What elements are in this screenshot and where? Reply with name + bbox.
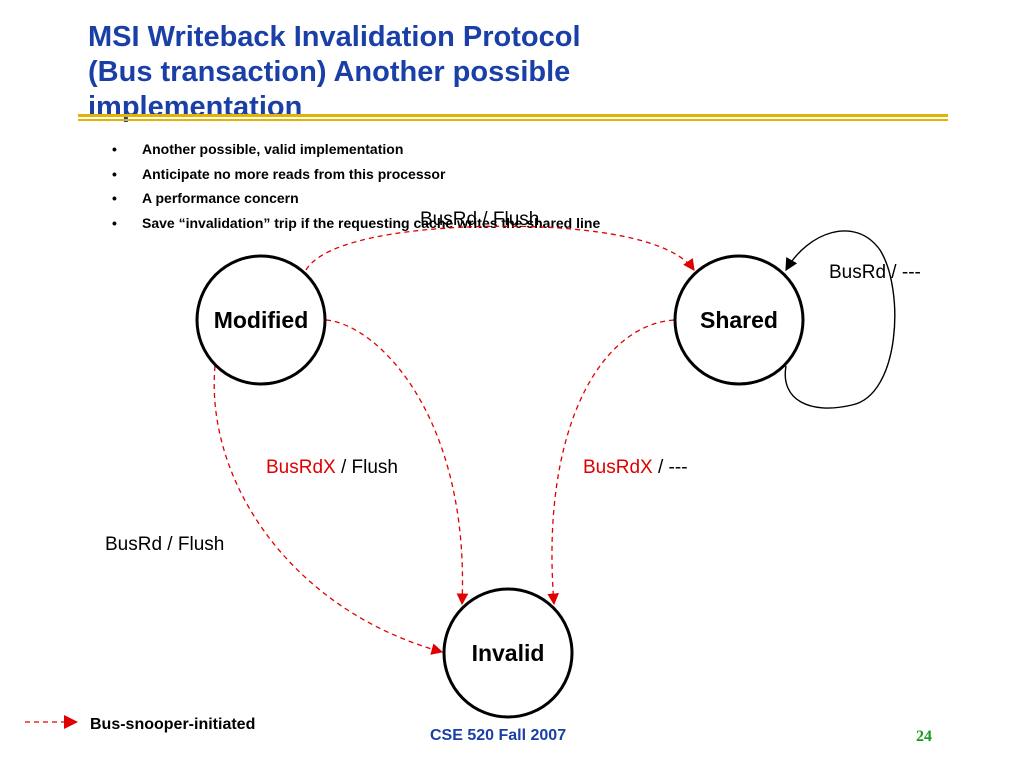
- edge-label-modified-to-shared: BusRd / Flush: [420, 209, 539, 230]
- edge-label-shared-to-invalid-busrdx: BusRdX / ---: [583, 457, 688, 478]
- footer-course: CSE 520 Fall 2007: [430, 727, 567, 744]
- edge-label-shared-self-loop: BusRd / ---: [829, 262, 921, 283]
- edge-event-busrdx: BusRdX: [266, 457, 336, 478]
- legend-label: Bus-snooper-initiated: [90, 716, 256, 733]
- edge-action-none: / ---: [653, 457, 688, 478]
- bullet-text: A performance concern: [142, 190, 299, 206]
- bullet-text: Another possible, valid implementation: [142, 141, 404, 157]
- edge-modified-to-invalid-busrd: [213, 365, 444, 655]
- state-invalid-label: Invalid: [472, 640, 545, 666]
- bullet-glyph: •: [112, 190, 117, 206]
- bullet-item: • Another possible, valid implementation: [110, 139, 600, 164]
- edge-label-modified-to-invalid-busrdx: BusRdX / Flush: [266, 457, 398, 478]
- bullet-glyph: •: [112, 165, 117, 182]
- slide-title: MSI Writeback Invalidation Protocol (Bus…: [88, 20, 948, 125]
- edge-shared-to-invalid-busrdx: [547, 319, 675, 606]
- bullet-glyph: •: [112, 214, 117, 231]
- bullet-text: Anticipate no more reads from this proce…: [142, 165, 446, 182]
- edge-action-flush: / Flush: [336, 457, 398, 478]
- bullet-item: • A performance concern: [110, 188, 600, 213]
- title-divider: [78, 114, 948, 117]
- edge-modified-to-shared: [305, 225, 695, 271]
- edge-label-modified-to-invalid-busrd: BusRd / Flush: [105, 534, 224, 555]
- state-modified: Modified: [195, 254, 327, 386]
- bullet-glyph: •: [112, 141, 117, 157]
- title-line-3: implementation: [88, 91, 303, 123]
- edge-modified-to-invalid-busrdx: [325, 319, 469, 606]
- bullet-item: • Anticipate no more reads from this proc…: [110, 164, 600, 189]
- legend-arrow-icon: [25, 715, 78, 729]
- state-modified-label: Modified: [214, 307, 309, 333]
- state-shared: Shared: [673, 254, 805, 386]
- state-shared-label: Shared: [700, 307, 778, 333]
- title-divider-secondary: [78, 119, 948, 121]
- title-line-2: (Bus transaction) Another possible: [88, 56, 571, 88]
- edge-event-busrdx: BusRdX: [583, 457, 653, 478]
- page-number: 24: [916, 728, 932, 745]
- state-invalid: Invalid: [442, 587, 574, 719]
- edge-shared-self-loop: [784, 230, 896, 409]
- title-line-1: MSI Writeback Invalidation Protocol: [88, 21, 581, 53]
